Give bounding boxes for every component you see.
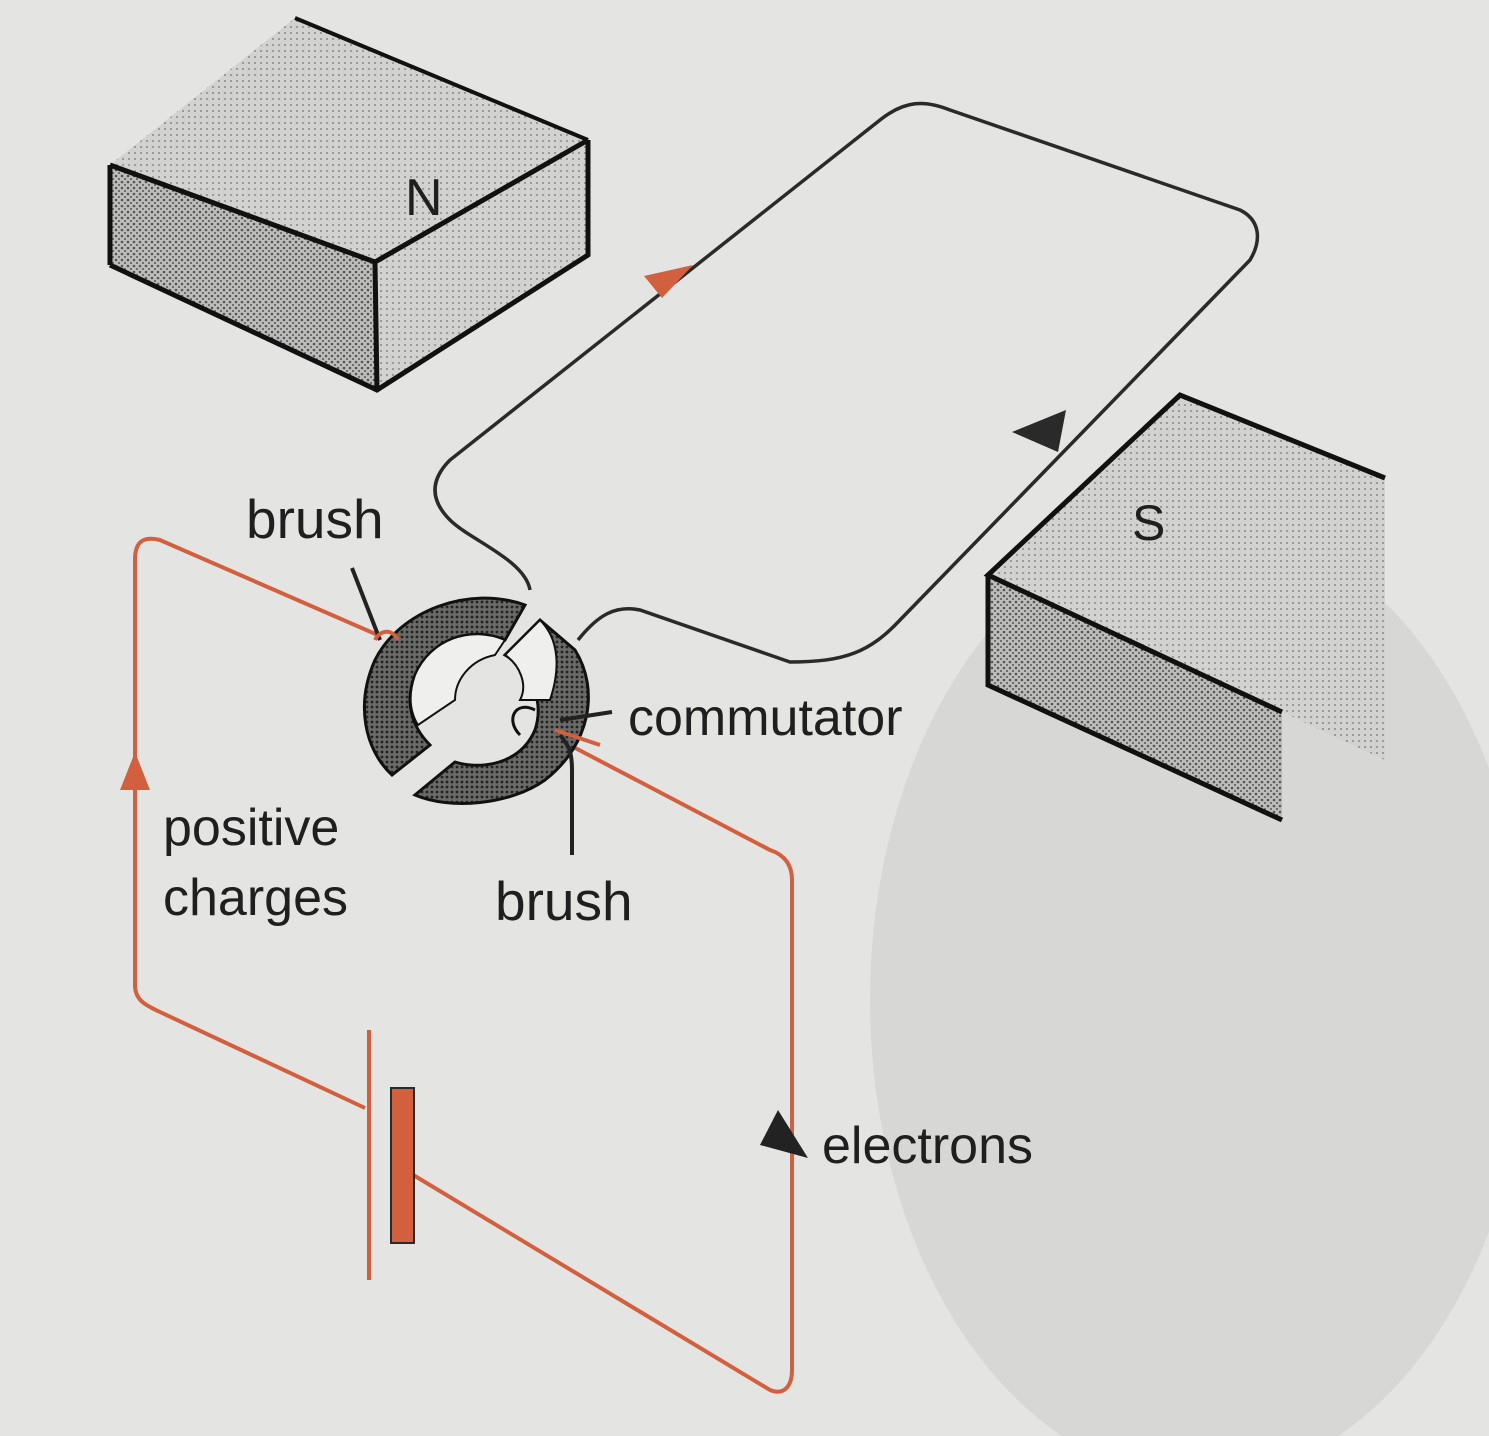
south-magnet: S [983, 392, 1386, 823]
brush-label-top: brush [246, 488, 384, 550]
brush-top-contact [373, 629, 400, 642]
south-magnet-top [988, 395, 1385, 760]
north-magnet: N [107, 16, 591, 393]
commutator [363, 596, 590, 805]
brush-bottom-contact [554, 728, 601, 747]
south-magnet-front [988, 575, 1282, 820]
circuit-wire-right [403, 738, 794, 1394]
north-pole-label: N [405, 169, 443, 227]
north-magnet-side [375, 140, 588, 390]
electrons-label: electrons [822, 1117, 1033, 1175]
south-pole-label: S [1132, 495, 1165, 551]
commutator-label: commutator [628, 689, 903, 747]
coil-loop [433, 101, 1260, 664]
north-magnet-front [110, 165, 377, 390]
positive-charges-label-line1: positive [163, 799, 339, 857]
commutator-wire-end [511, 705, 536, 737]
brush-label-bottom: brush [495, 870, 633, 932]
page-shadow [870, 520, 1489, 1436]
commutator-pointer [559, 710, 613, 722]
positive-charges-arrow [120, 752, 150, 790]
battery-plate-short [390, 1087, 415, 1244]
north-magnet-top [110, 18, 588, 262]
electrons-arrow [760, 1110, 808, 1158]
coil-current-arrow-right [1012, 410, 1066, 452]
positive-charges-label-line2: charges [163, 869, 348, 927]
brush-bottom-pointer [558, 733, 574, 855]
coil-current-arrow-left [644, 265, 693, 298]
commutator-segment-left-inner [409, 633, 507, 727]
brush-top-pointer [350, 567, 382, 641]
commutator-segment-right-inner [503, 618, 558, 701]
